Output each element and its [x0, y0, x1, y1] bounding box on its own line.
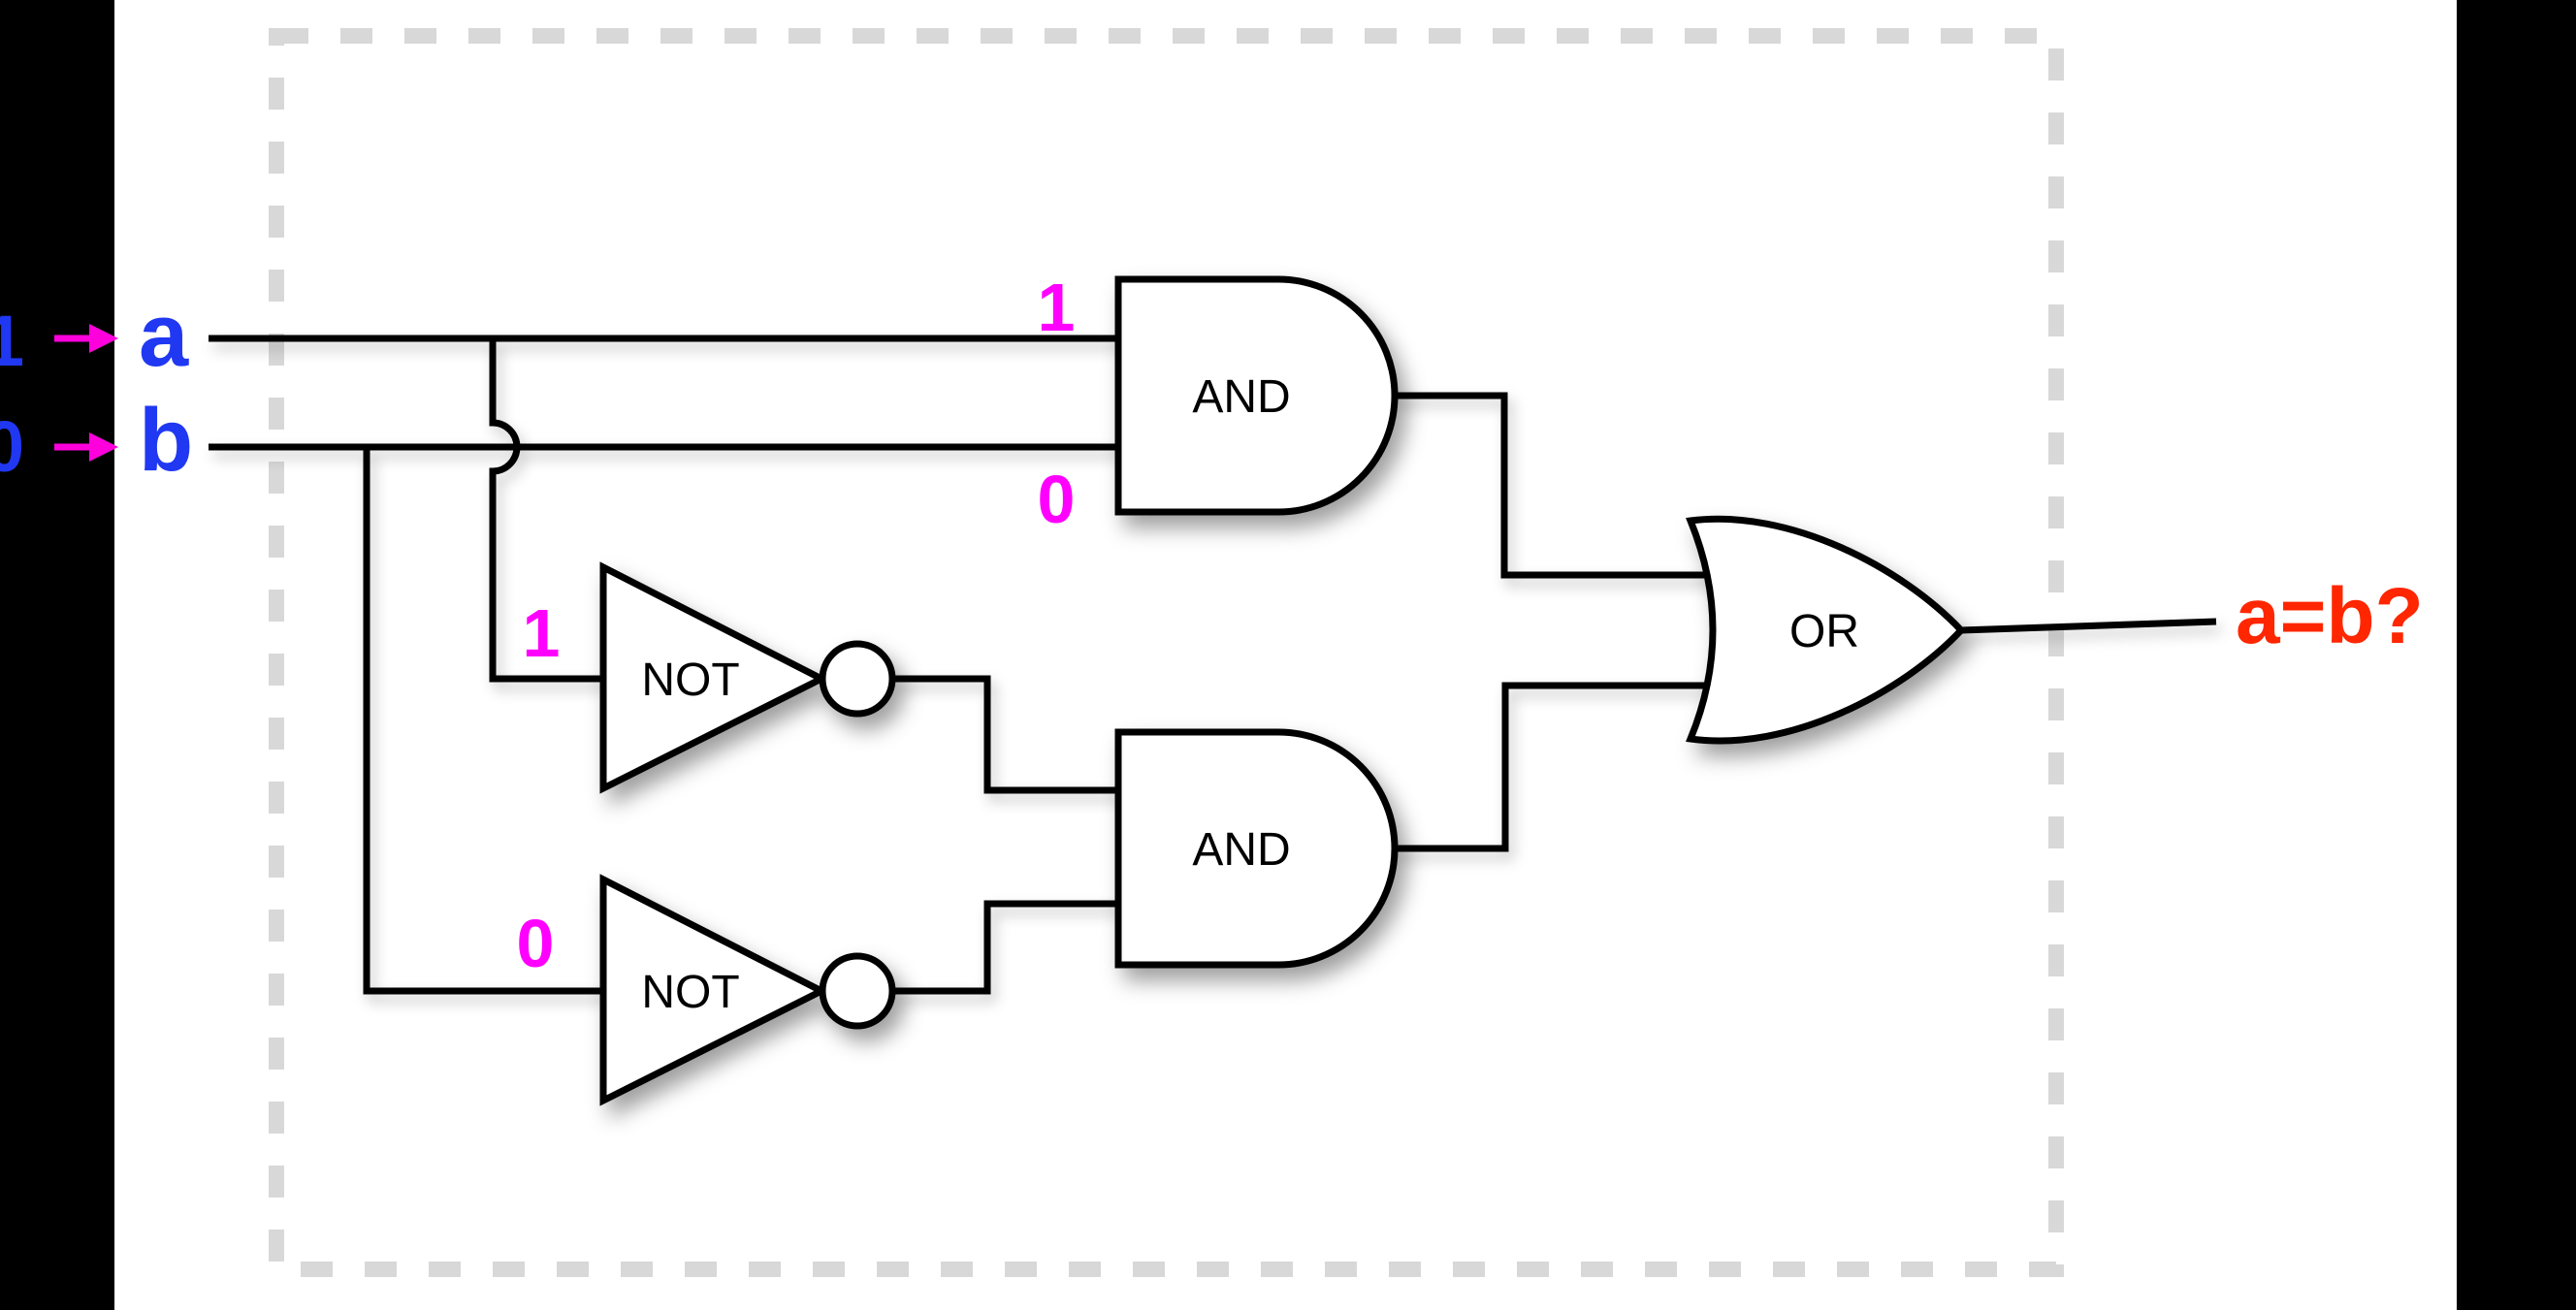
not-gate-bottom-bubble: [819, 952, 896, 1030]
wires-group: [209, 335, 2217, 995]
input-b-arrow-right-icon: [54, 432, 118, 462]
input-a-value: 1: [0, 301, 24, 381]
wire-b-branch-to-not2: [363, 447, 606, 995]
annotation-and-top-input-b: 0: [1038, 462, 1076, 537]
wire-a-branch-crossover-hop-to-not1: [489, 338, 606, 683]
and-gate-bottom-body: [1114, 728, 1399, 969]
and-gate-bottom-label: AND: [1192, 824, 1290, 876]
output-label: a=b?: [2236, 572, 2424, 660]
not-gate-top-label: NOT: [641, 655, 739, 706]
not-gate-top-bubble: [819, 640, 896, 718]
and-gate-top-body: [1114, 275, 1399, 516]
arrow-head: [89, 324, 118, 353]
input-a-name: a: [139, 286, 189, 385]
arrow-head: [89, 432, 118, 462]
or-gate-body: [1686, 515, 1966, 745]
annotation-not-top-input: 1: [523, 595, 561, 671]
gates-group: [599, 275, 1966, 1106]
or-gate-label: OR: [1789, 606, 1859, 657]
input-b-name: b: [139, 391, 193, 490]
wire-not2-to-and2: [892, 900, 1125, 995]
not-gate-top-body: [599, 561, 829, 794]
left-black-bar: [0, 0, 114, 1310]
circuit-boundary-dashed-box: [269, 28, 2064, 1277]
right-black-bar: [2457, 0, 2576, 1310]
and-gate-top-label: AND: [1192, 371, 1290, 423]
wire-and2-to-or: [1392, 682, 1717, 852]
annotation-not-bottom-input: 0: [517, 906, 555, 981]
wire-or-output: [1960, 618, 2217, 634]
wire-and1-to-or: [1392, 392, 1717, 579]
wire-not1-to-and2: [892, 675, 1125, 794]
input-b-value: 0: [0, 406, 24, 487]
annotation-and-top-input-a: 1: [1038, 270, 1076, 345]
not-gate-bottom-body: [599, 874, 829, 1106]
input-a-arrow-right-icon: [54, 324, 118, 353]
not-gate-bottom-label: NOT: [641, 967, 739, 1018]
